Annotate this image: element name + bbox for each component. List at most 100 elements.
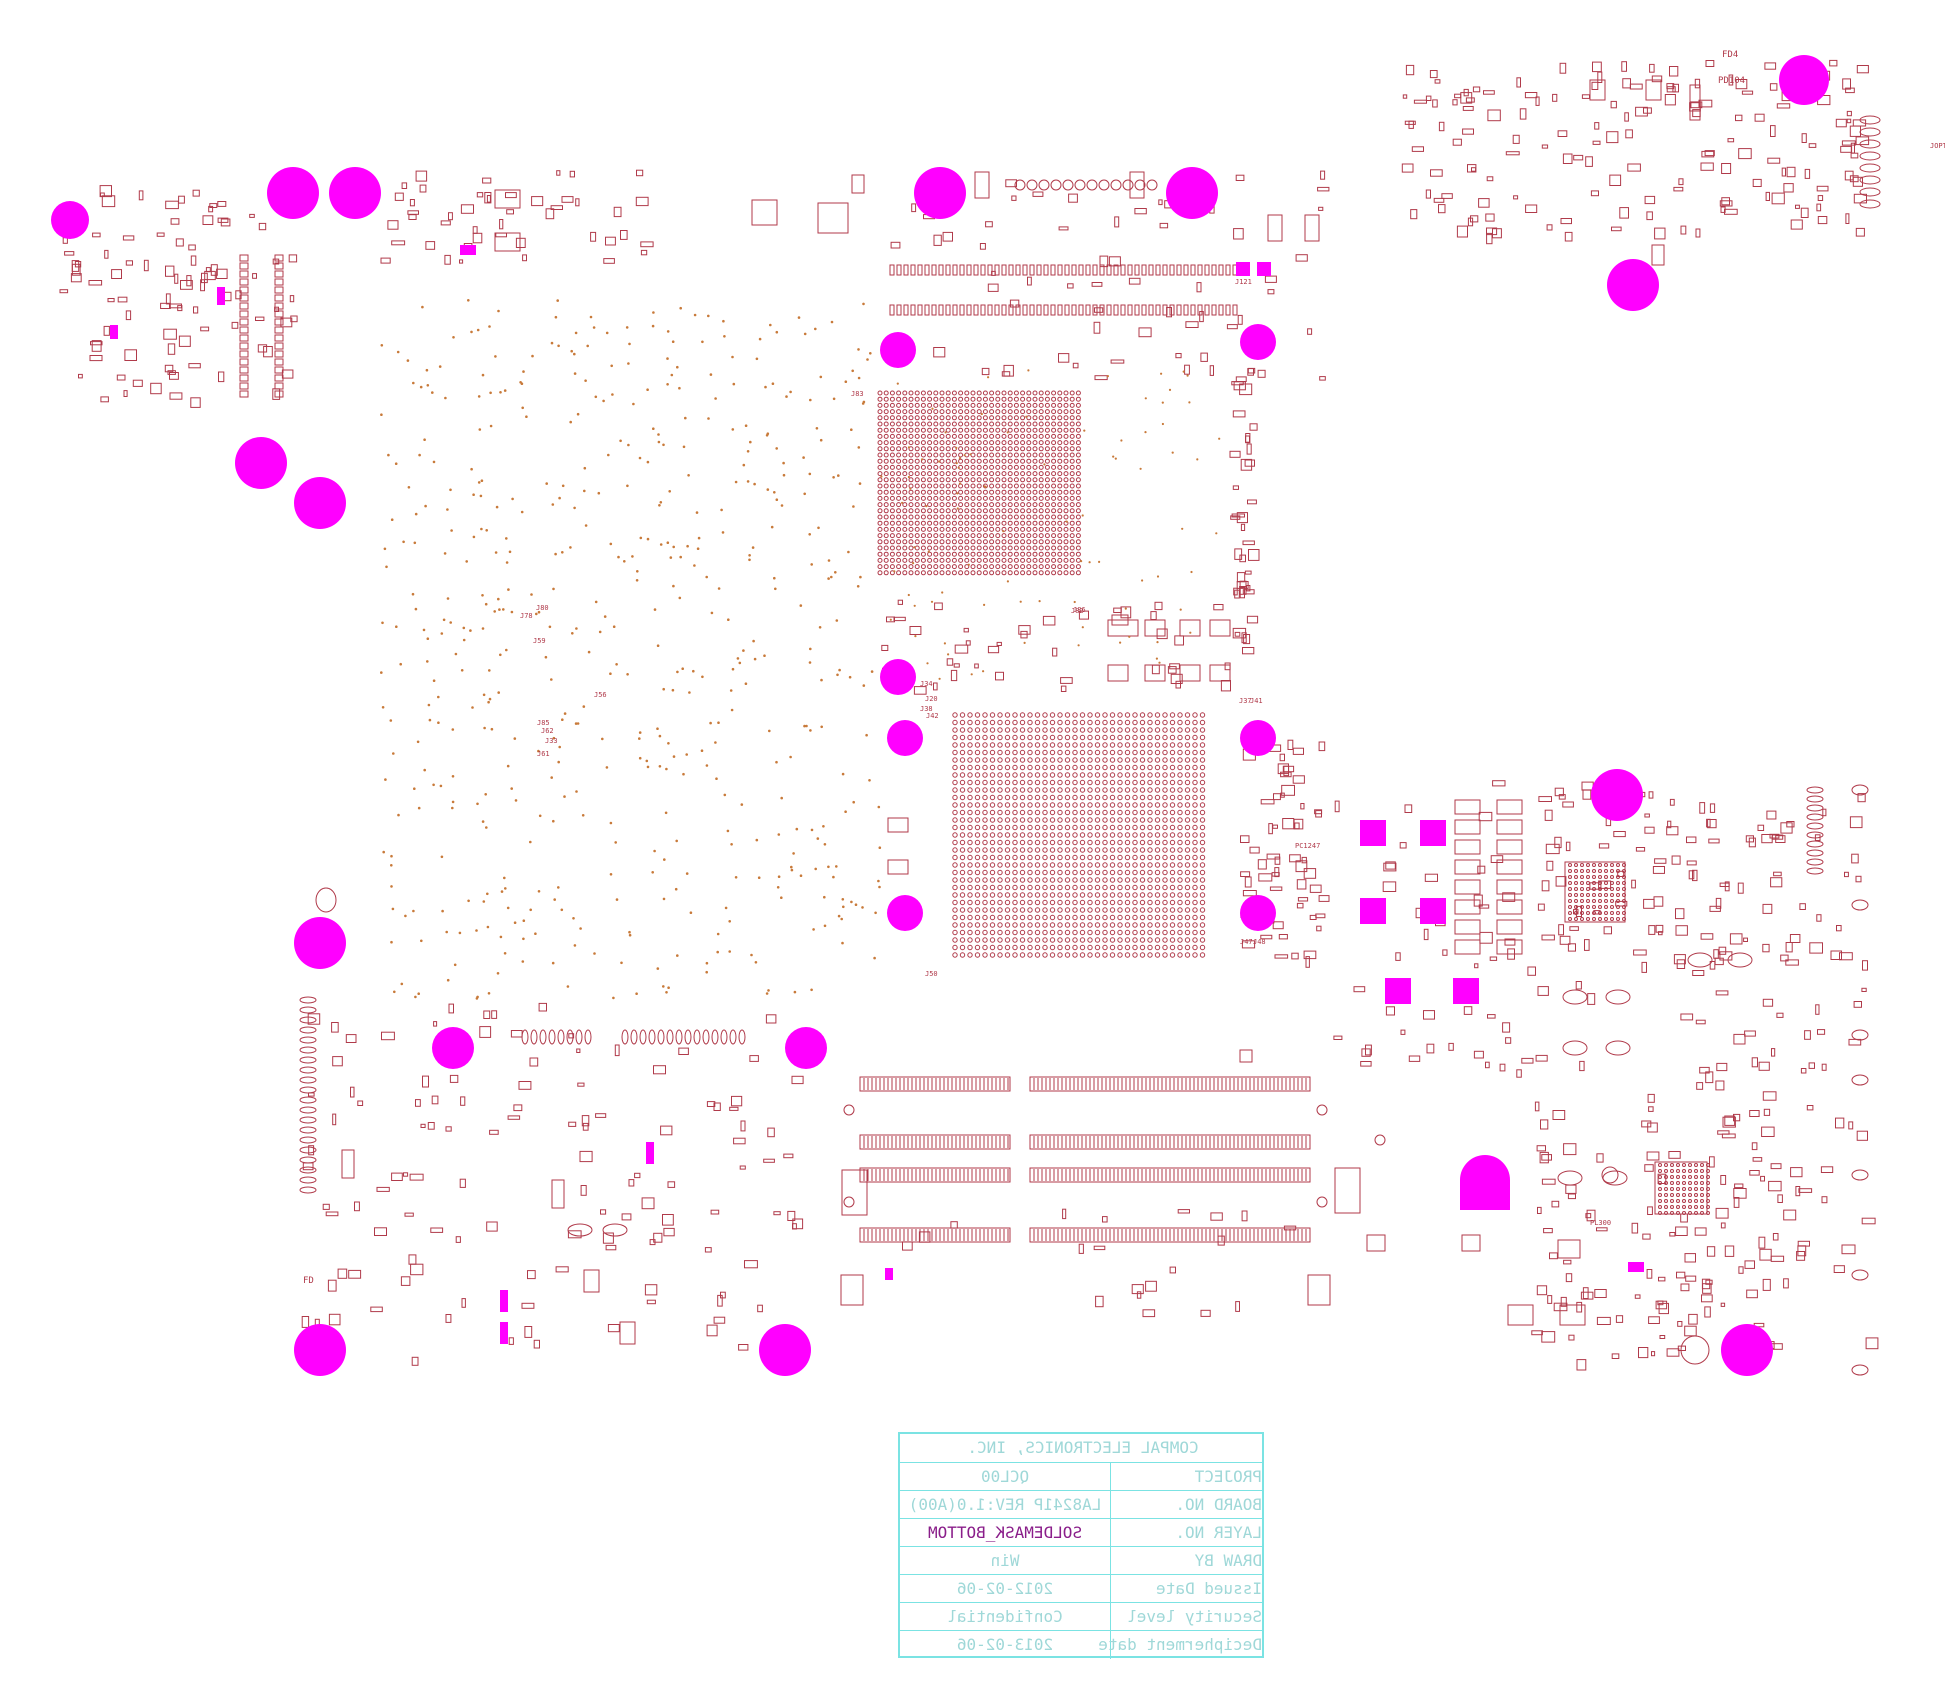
via	[573, 372, 577, 375]
via	[1168, 388, 1172, 391]
bga-ball	[1027, 869, 1033, 876]
via	[597, 491, 601, 495]
smd-part	[1483, 90, 1495, 95]
smd-part	[391, 240, 406, 246]
bga-ball	[1013, 477, 1019, 483]
qfn-pin	[1670, 1163, 1674, 1167]
oval-pad	[1727, 952, 1753, 968]
bga-ball	[1162, 809, 1168, 816]
via	[470, 467, 473, 471]
smd-part	[1479, 931, 1493, 944]
bga-ball	[1069, 495, 1075, 501]
bga-ball	[982, 502, 988, 508]
via	[418, 453, 421, 457]
smd-part	[175, 238, 184, 247]
bga-ball	[1075, 489, 1081, 495]
via	[499, 653, 502, 657]
bga-ball	[1154, 809, 1161, 816]
bga-ball	[1057, 570, 1063, 576]
bga-ball	[1109, 869, 1116, 876]
bga-ball	[1042, 892, 1048, 898]
smd-part	[950, 1221, 958, 1229]
via	[563, 712, 567, 715]
via	[1065, 520, 1068, 523]
smd-part	[1541, 880, 1550, 892]
bga-ball	[997, 907, 1003, 913]
row-label: Decipherment date	[1098, 1635, 1262, 1654]
via	[728, 950, 731, 953]
smd-part	[1804, 1030, 1811, 1040]
via	[471, 706, 474, 709]
bga-ball	[1042, 937, 1048, 943]
smd-part	[125, 260, 134, 266]
smd-part	[1651, 75, 1663, 83]
bga-ball	[1064, 809, 1071, 816]
bga-ball	[1069, 564, 1075, 570]
smd-part	[1232, 410, 1246, 418]
bga-ball	[974, 749, 981, 756]
smd-part	[614, 1044, 620, 1057]
bga-ball	[877, 464, 883, 470]
smd-part	[1175, 680, 1181, 689]
bga-ball	[889, 433, 895, 439]
bga-ball	[1064, 712, 1071, 718]
via	[665, 767, 668, 771]
smd-part	[407, 210, 419, 215]
bga-ball	[976, 514, 982, 520]
via	[1215, 532, 1218, 535]
oval-pad	[1687, 952, 1713, 968]
bga-ball	[1079, 907, 1086, 913]
bga-ball	[976, 421, 982, 427]
bga-ball	[1075, 483, 1081, 489]
bga-ball	[974, 929, 981, 936]
bga-ball	[1020, 545, 1026, 551]
via	[938, 677, 941, 680]
smd-part	[308, 1092, 315, 1097]
bga-ball	[959, 899, 966, 906]
via	[775, 330, 779, 334]
qfn-pin	[1688, 1163, 1692, 1167]
bga-ball	[1132, 734, 1138, 741]
smd-part	[1467, 217, 1474, 227]
smd-part	[328, 1313, 341, 1326]
bga-ball	[1013, 502, 1019, 508]
bga-ball	[989, 719, 996, 726]
smd-part	[987, 645, 1000, 654]
via	[583, 489, 586, 493]
via	[930, 600, 934, 603]
via	[753, 482, 756, 486]
bga-ball	[933, 458, 939, 464]
bga-ball	[997, 757, 1003, 763]
bga-ball	[914, 446, 920, 452]
bga-ball	[1154, 734, 1161, 741]
via	[724, 906, 728, 910]
smd-part	[579, 1150, 593, 1163]
smd-part	[1798, 1188, 1813, 1193]
connector-pin	[1098, 179, 1110, 191]
bga-ball	[914, 520, 920, 526]
smd-part	[1236, 512, 1249, 524]
smd-part	[1395, 952, 1401, 961]
bga-ball	[1079, 824, 1086, 831]
bga-ball	[1154, 787, 1161, 793]
smd-part	[1658, 1276, 1666, 1282]
qfn-pin	[1670, 1181, 1674, 1185]
bga-ball	[1001, 483, 1007, 489]
bga-ball	[1013, 396, 1019, 402]
smd-part	[1478, 811, 1493, 822]
bga-ball	[1004, 809, 1011, 816]
via	[490, 727, 494, 731]
bga-ball	[1094, 757, 1101, 763]
smd-part	[1175, 353, 1182, 359]
smd-part	[1642, 1233, 1651, 1240]
row-label: BOARD NO.	[1175, 1495, 1262, 1514]
bga-ball	[1199, 757, 1206, 763]
header-pin	[1211, 304, 1217, 316]
bga-ball	[1072, 944, 1078, 951]
via	[782, 461, 785, 465]
bga-ball	[976, 533, 982, 539]
header-pin	[1050, 264, 1056, 276]
smd-part	[1765, 191, 1770, 201]
component-outline	[551, 1179, 565, 1209]
bga-ball	[1184, 862, 1191, 868]
